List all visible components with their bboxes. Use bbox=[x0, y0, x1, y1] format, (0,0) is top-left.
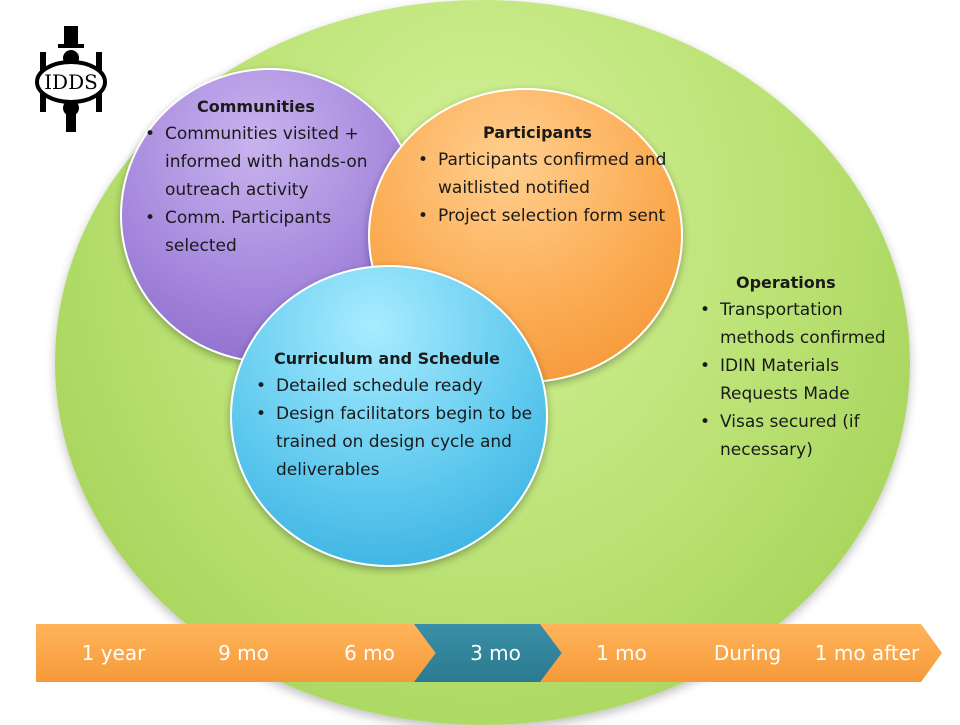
svg-text:IDDS: IDDS bbox=[44, 70, 98, 94]
communities-block: Communities Communities visited + inform… bbox=[145, 94, 375, 260]
timeline-step-1-year[interactable]: 1 year bbox=[36, 624, 191, 682]
timeline-step-9-mo[interactable]: 9 mo bbox=[162, 624, 317, 682]
participants-item: Participants confirmed and waitlisted no… bbox=[418, 146, 668, 202]
operations-item: Transportation methods confirmed bbox=[700, 296, 890, 352]
operations-block: Operations Transportation methods confir… bbox=[700, 270, 890, 464]
curriculum-title: Curriculum and Schedule bbox=[274, 349, 501, 368]
timeline-step-1-mo-after[interactable]: 1 mo after bbox=[792, 624, 942, 682]
timeline: 1 year 9 mo 6 mo 3 mo 1 mo During 1 mo a… bbox=[36, 624, 946, 684]
participants-item: Project selection form sent bbox=[418, 202, 668, 230]
curriculum-item: Detailed schedule ready bbox=[256, 372, 536, 400]
participants-block: Participants Participants confirmed and … bbox=[418, 120, 668, 230]
timeline-step-during[interactable]: During bbox=[666, 624, 821, 682]
communities-item: Comm. Participants selected bbox=[145, 204, 375, 260]
curriculum-item: Design facilitators begin to be trained … bbox=[256, 400, 536, 484]
communities-title: Communities bbox=[197, 97, 315, 116]
communities-item: Communities visited + informed with hand… bbox=[145, 120, 375, 204]
curriculum-block: Curriculum and Schedule Detailed schedul… bbox=[256, 346, 536, 484]
operations-item: Visas secured (if necessary) bbox=[700, 408, 890, 464]
participants-title: Participants bbox=[483, 123, 592, 142]
idds-logo-icon: IDDS bbox=[35, 26, 107, 132]
operations-item: IDIN Materials Requests Made bbox=[700, 352, 890, 408]
timeline-step-1-mo[interactable]: 1 mo bbox=[540, 624, 695, 682]
timeline-step-3-mo[interactable]: 3 mo bbox=[414, 624, 569, 682]
timeline-step-6-mo[interactable]: 6 mo bbox=[288, 624, 443, 682]
operations-title: Operations bbox=[736, 273, 836, 292]
